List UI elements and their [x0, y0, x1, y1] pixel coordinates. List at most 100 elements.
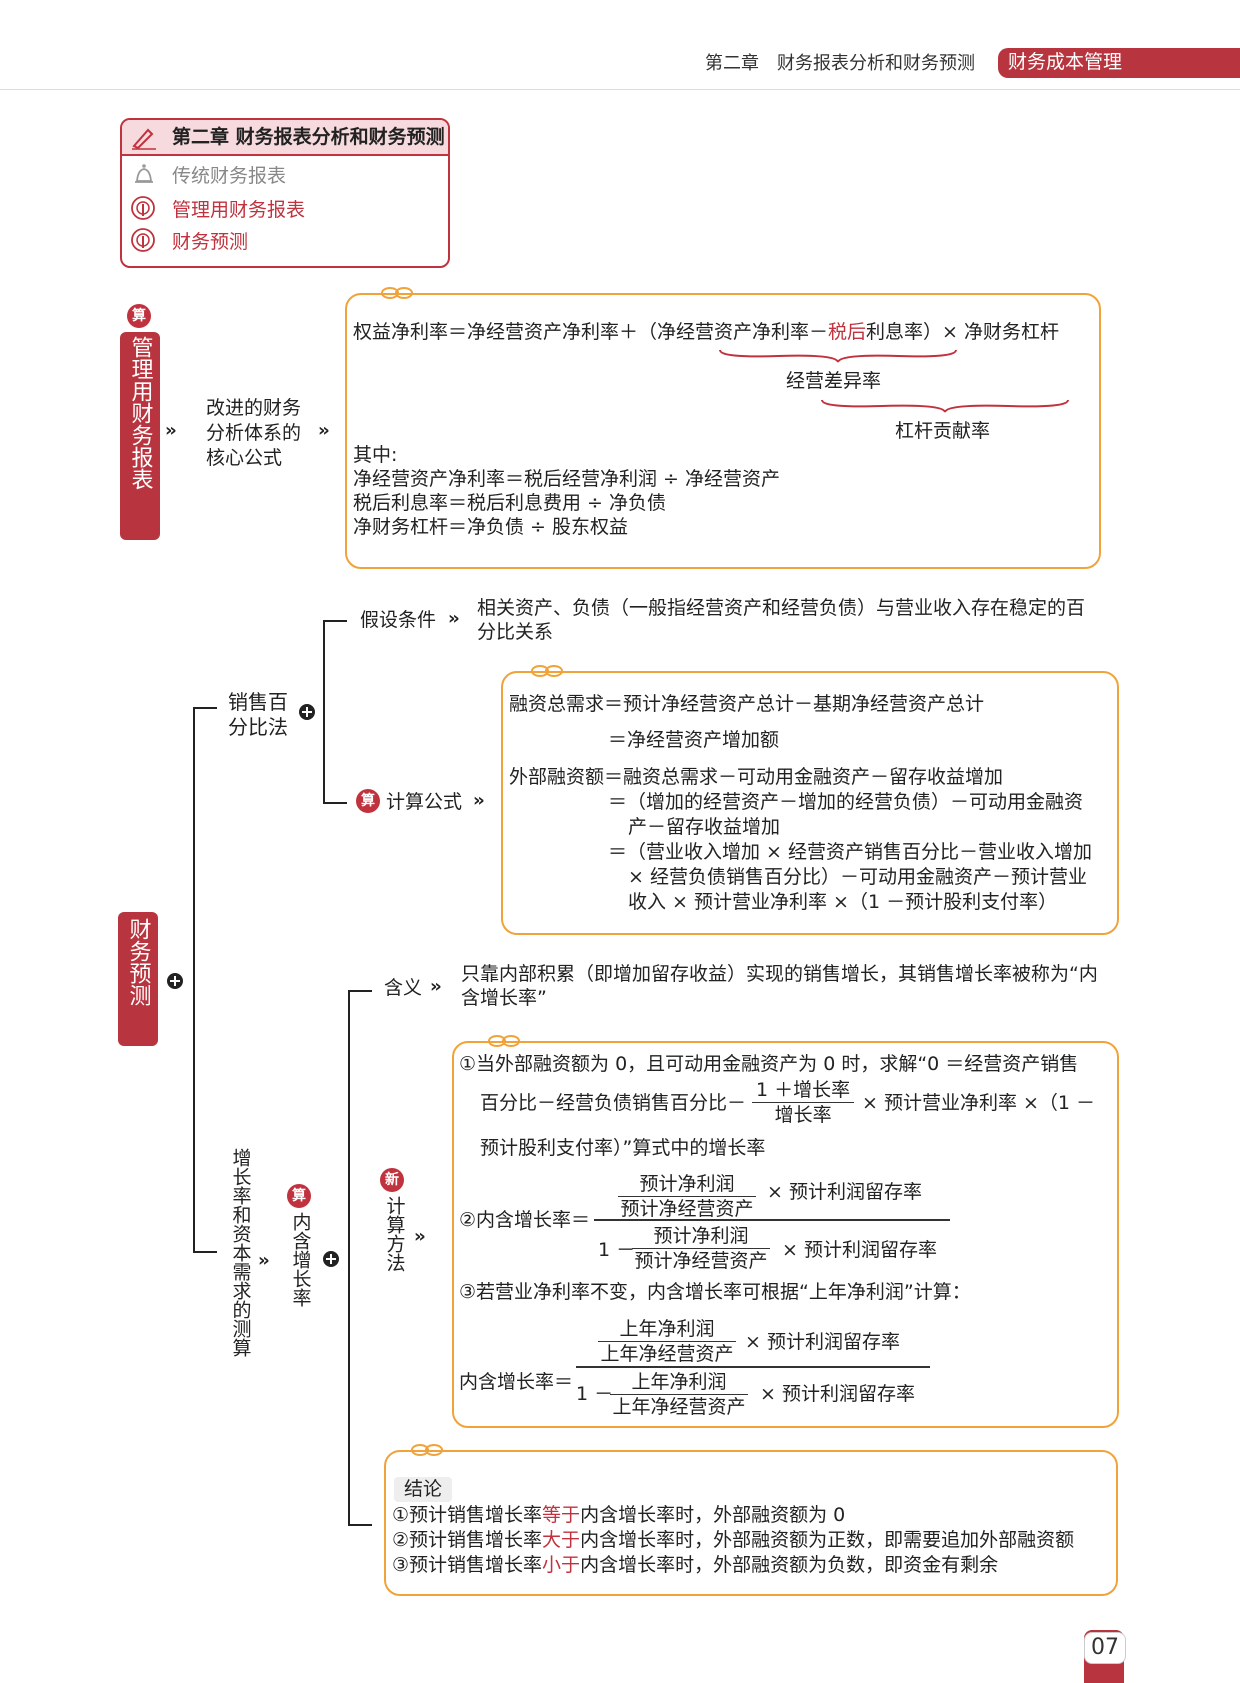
toc-item-forecast[interactable]: 财务预测 — [172, 231, 249, 253]
method-1-line-d: 预计股利支付率）”算式中的增长率 — [480, 1137, 766, 1159]
retention-text: × 预计利润留存率 — [782, 1239, 937, 1261]
chevron-icon: ›› — [430, 976, 442, 997]
method-1-line-c: × 预计营业净利率 ×（1 － — [862, 1092, 1096, 1114]
method-3-line: ③若营业净利率不变，内含增长率可根据“上年净利润”计算： — [459, 1281, 971, 1303]
formula-line: 其中: — [353, 444, 398, 466]
calc-line: 融资总需求＝预计净经营资产总计－基期净经营资产总计 — [509, 693, 985, 715]
conclusion-line: ③预计销售增长率小于内含增长率时，外部融资额为负数，即资金有剩余 — [392, 1554, 999, 1576]
core-formula-box — [345, 293, 1101, 569]
brace-icon — [821, 399, 1069, 413]
fraction-last-profit: 上年净利润上年净经营资产 — [610, 1370, 748, 1419]
expand-icon[interactable] — [166, 972, 184, 990]
calc-line: 收入 × 预计营业净利率 ×（1 －预计股利支付率） — [628, 891, 1058, 913]
fraction-last-profit: 上年净利润上年净经营资产 — [598, 1317, 736, 1366]
growth-label: 增长率和资本需求的测算 — [229, 1148, 252, 1357]
chevron-icon: ›› — [448, 608, 460, 629]
clip-icon — [411, 1444, 443, 1456]
method-box — [452, 1041, 1119, 1428]
toc-title: 第二章 财务报表分析和财务预测 — [172, 126, 445, 148]
calc-formula-box — [501, 671, 1119, 935]
calc-formula-label: 计算公式 — [386, 791, 463, 813]
method-2-label: ②内含增长率＝ — [459, 1209, 591, 1231]
method-1-line-a: ①当外部融资额为 0，且可动用金融资产为 0 时，求解“0 ＝经营资产销售 — [459, 1053, 1079, 1075]
new-badge: 新 — [380, 1168, 404, 1192]
brace-label-leverage: 杠杆贡献率 — [895, 420, 991, 442]
calc-line: ＝（增加的经营资产－增加的经营负债）－可动用金融资 — [608, 791, 1084, 813]
page-number: 07 — [1084, 1632, 1126, 1664]
core-formula-label-2: 分析体系的 — [206, 422, 302, 444]
meaning-text-2: 含增长率” — [461, 987, 547, 1009]
meaning-text-1: 只靠内部积累（即增加留存收益）实现的销售增长，其销售增长率被称为“内 — [461, 963, 1098, 985]
brace-icon — [719, 349, 957, 363]
toc-item-management[interactable]: 管理用财务报表 — [172, 199, 306, 221]
fraction-bar — [576, 1366, 930, 1368]
conclusion-box — [384, 1450, 1118, 1596]
formula-line: 净财务杠杆＝净负债 ÷ 股东权益 — [353, 516, 628, 538]
method-label: 计算方法 — [383, 1196, 406, 1272]
pen-icon — [132, 128, 156, 150]
chevron-icon: ›› — [318, 420, 330, 441]
roe-formula: 权益净利率＝净经营资产净利率＋（净经营资产净利率－税后利息率）× 净财务杠杆 — [353, 321, 1059, 343]
toc-header — [122, 120, 448, 156]
method-3-label: 内含增长率＝ — [459, 1371, 574, 1393]
chevron-icon: ›› — [258, 1250, 270, 1271]
tree-line — [348, 1524, 372, 1526]
clip-icon — [381, 287, 413, 299]
conclusion-line: ①预计销售增长率等于内含增长率时，外部融资额为 0 — [392, 1504, 846, 1526]
conclusion-line: ②预计销售增长率大于内含增长率时，外部融资额为正数，即需要追加外部融资额 — [392, 1529, 1075, 1551]
chevron-icon: ›› — [165, 420, 177, 441]
brace-label-spread: 经营差异率 — [786, 370, 882, 392]
calc-badge: 算 — [356, 789, 380, 813]
hand-icon — [131, 228, 155, 252]
formula-line: 税后利息率＝税后利息费用 ÷ 净负债 — [353, 492, 666, 514]
retention-text: × 预计利润留存率 — [745, 1331, 900, 1353]
one-minus: 1 － — [576, 1383, 614, 1405]
clip-icon — [488, 1035, 520, 1047]
header-chapter: 第二章 财务报表分析和财务预测 — [705, 53, 975, 74]
fraction-net-profit: 预计净利润预计净经营资产 — [632, 1224, 770, 1273]
meaning-label: 含义 — [384, 977, 423, 999]
fraction-bar — [594, 1219, 950, 1221]
sales-percent-label-1: 销售百 — [228, 690, 288, 714]
tree-line — [348, 990, 372, 992]
chevron-icon: ›› — [473, 790, 485, 811]
retention-text: × 预计利润留存率 — [760, 1383, 915, 1405]
tree-line — [193, 707, 217, 709]
tree-line — [193, 1251, 217, 1253]
header-book-tab: 财务成本管理 — [998, 48, 1240, 78]
retention-text: × 预计利润留存率 — [767, 1181, 922, 1203]
toc-item-traditional[interactable]: 传统财务报表 — [172, 165, 287, 187]
conclusion-title: 结论 — [394, 1477, 453, 1502]
assume-text-2: 分比关系 — [477, 621, 554, 643]
chevron-icon: ›› — [414, 1226, 426, 1247]
sales-percent-label-2: 分比法 — [228, 715, 288, 739]
one-minus: 1 － — [598, 1239, 636, 1261]
fraction-net-profit: 预计净利润预计净经营资产 — [618, 1172, 756, 1221]
tree-line — [323, 802, 347, 804]
section-vertical-forecast: 财务预测 — [118, 912, 158, 1046]
calc-line: ＝净经营资产增加额 — [608, 729, 780, 751]
hand-icon — [131, 196, 155, 220]
tree-line — [348, 990, 350, 1525]
calc-line: ＝（营业收入增加 × 经营资产销售百分比－营业收入增加 — [608, 841, 1093, 863]
expand-icon[interactable] — [322, 1250, 340, 1268]
toc-box: 第二章 财务报表分析和财务预测 传统财务报表 管理用财务报表 财务预测 — [120, 118, 450, 268]
calc-badge: 算 — [127, 304, 151, 328]
assume-label: 假设条件 — [360, 609, 437, 631]
tree-line — [323, 620, 347, 622]
expand-icon[interactable] — [298, 703, 316, 721]
core-formula-label-1: 改进的财务 — [206, 397, 302, 419]
header-book: 财务成本管理 — [1008, 51, 1123, 73]
section-vertical-management: 管理用财务报表 — [120, 332, 160, 540]
calc-badge: 算 — [287, 1184, 311, 1208]
formula-line: 净经营资产净利率＝税后经营净利润 ÷ 净经营资产 — [353, 468, 781, 490]
assume-text-1: 相关资产、负债（一般指经营资产和经营负债）与营业收入存在稳定的百 — [477, 597, 1086, 619]
tree-line — [193, 707, 195, 1252]
fraction-growth: 1 ＋增长率增长率 — [752, 1078, 855, 1127]
header-divider — [0, 89, 1240, 90]
inner-growth-label: 内含增长率 — [289, 1212, 312, 1307]
calc-line: 外部融资额＝融资总需求－可动用金融资产－留存收益增加 — [509, 766, 1004, 788]
clip-icon — [531, 665, 563, 677]
tree-line — [323, 620, 325, 803]
calc-line: 产－留存收益增加 — [628, 816, 781, 838]
